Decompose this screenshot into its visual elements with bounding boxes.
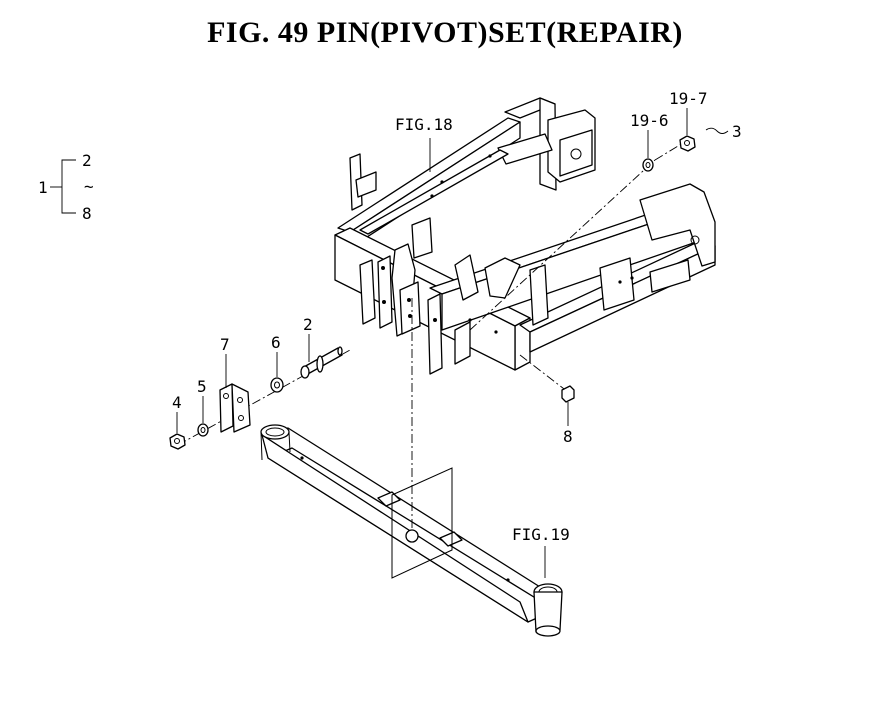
bracket-parent-label: 1 (38, 178, 48, 197)
callout-3: 3 (732, 122, 742, 141)
callout-5: 5 (197, 377, 207, 396)
assembly-bracket: 1 2 ~ 8 (38, 151, 94, 223)
callout-2: 2 (303, 315, 313, 334)
callout-7: 7 (220, 335, 230, 354)
upper-centerline (469, 159, 656, 331)
washer-19-6 (642, 158, 654, 172)
callout-3-leader (705, 127, 729, 134)
bolt-8 (561, 385, 575, 403)
main-frame (334, 97, 716, 375)
front-axle (260, 424, 563, 637)
bolt-centerline (519, 354, 569, 393)
bracket-first-label: 2 (82, 151, 92, 170)
plate-7 (219, 383, 251, 433)
bracket-last-label: 8 (82, 204, 92, 223)
washer-6 (270, 377, 284, 393)
bracket-tilde: ~ (84, 177, 94, 196)
callout-8: 8 (563, 427, 573, 446)
washer-5 (197, 423, 209, 437)
nut-4 (169, 433, 186, 450)
pin-centerline (177, 349, 351, 446)
figure-title: FIG. 49 PIN(PIVOT)SET(REPAIR) (207, 16, 683, 49)
nut-19-7 (679, 135, 696, 152)
fig19-reference: FIG.19 (512, 525, 570, 544)
callout-6: 6 (271, 333, 281, 352)
fig18-reference: FIG.18 (395, 115, 453, 134)
callout-19-6: 19-6 (630, 111, 669, 130)
pivot-pin-2 (300, 346, 343, 379)
callout-4: 4 (172, 393, 182, 412)
callout-19-7: 19-7 (669, 89, 708, 108)
